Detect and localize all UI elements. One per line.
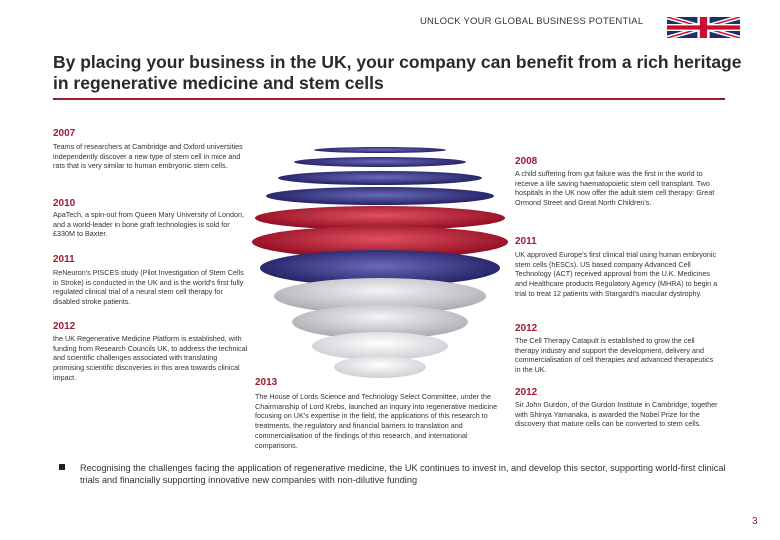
stacked-disks-graphic xyxy=(252,147,508,378)
event-2007: Teams of researchers at Cambridge and Ox… xyxy=(53,142,243,171)
page-title: By placing your business in the UK, your… xyxy=(53,52,742,93)
page-number: 3 xyxy=(752,516,758,527)
header-tagline: UNLOCK YOUR GLOBAL BUSINESS POTENTIAL xyxy=(420,16,644,27)
year-2011-right: 2011 xyxy=(515,236,537,247)
year-2010: 2010 xyxy=(53,198,76,209)
event-2012-nobel: Sir John Gurdon, of the Gurdon Institute… xyxy=(515,400,718,429)
union-jack-flag-icon xyxy=(667,17,740,38)
summary-bullet: Recognising the challenges facing the ap… xyxy=(80,463,726,485)
event-2012-platform: the UK Regenerative Medicine Platform is… xyxy=(53,334,248,382)
year-2013: 2013 xyxy=(255,377,278,388)
event-2012-catapult: The Cell Therapy Catapult is established… xyxy=(515,336,714,375)
year-2007: 2007 xyxy=(53,128,76,139)
year-2008: 2008 xyxy=(515,156,538,167)
year-2012-catapult: 2012 xyxy=(515,323,538,334)
year-2012-left: 2012 xyxy=(53,321,76,332)
event-2010: ApaTech, a spin-out from Queen Mary Univ… xyxy=(53,210,244,239)
event-2008: A child suffering from gut failure was t… xyxy=(515,169,715,208)
year-2011-left: 2011 xyxy=(53,254,75,265)
event-2011-hesc: UK approved Europe's first clinical tria… xyxy=(515,250,718,298)
title-divider xyxy=(53,98,725,100)
event-2011-reneuron: ReNeuron's PISCES study (Pilot Investiga… xyxy=(53,268,244,307)
bullet-icon xyxy=(59,464,65,470)
year-2012-nobel: 2012 xyxy=(515,387,538,398)
event-2013-lords: The House of Lords Science and Technolog… xyxy=(255,392,498,450)
